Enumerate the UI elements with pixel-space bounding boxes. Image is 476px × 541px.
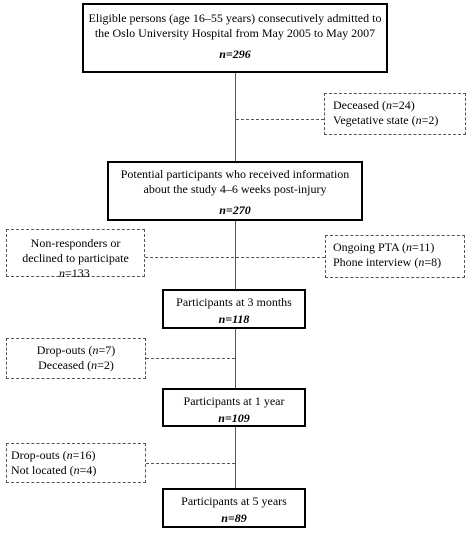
nonresponders-box: Non-responders or declined to participat… [6, 229, 145, 280]
eligible-box: Eligible persons (age 16–55 years) conse… [82, 3, 388, 73]
one-year-count: n=109 [218, 411, 250, 425]
five-years-box: Participants at 5 years n=89 [162, 488, 306, 528]
dropouts-1y-line: Drop-outs (n=16) [11, 448, 96, 462]
eligible-line-1: Eligible persons (age 16–55 years) conse… [88, 11, 382, 25]
deceased-vegetative-box: Deceased (n=24) Vegetative state (n=2) [324, 93, 466, 135]
connector-to-deceased [236, 119, 324, 120]
phone-interview-line: Phone interview (n=8) [333, 255, 442, 269]
connector-to-dropouts-1y [146, 463, 235, 464]
connector-potential-to-3m [235, 221, 236, 289]
potential-box: Potential participants who received info… [107, 161, 363, 221]
vegetative-line: Vegetative state (n=2) [333, 113, 439, 127]
eligible-line-2: the Oslo University Hospital from May 20… [94, 26, 376, 40]
not-located-line: Not located (n=4) [11, 463, 97, 477]
one-year-label: Participants at 1 year [183, 394, 285, 408]
nonresponders-count: n=133 [59, 266, 90, 280]
dropouts-3m-line: Drop-outs (n=7) [36, 343, 116, 357]
three-months-box: Participants at 3 months n=118 [162, 289, 306, 329]
potential-count: n=270 [219, 203, 251, 217]
deceased-line: Deceased (n=24) [333, 98, 415, 112]
connector-3m-to-1y [235, 329, 236, 388]
connector-to-dropouts-3m [146, 358, 235, 359]
dropouts-3m-box: Drop-outs (n=7) Deceased (n=2) [6, 338, 146, 379]
three-months-count: n=118 [218, 312, 250, 326]
pta-phone-box: Ongoing PTA (n=11) Phone interview (n=8) [325, 235, 465, 278]
five-years-label: Participants at 5 years [181, 494, 287, 508]
deceased-3m-line: Deceased (n=2) [38, 358, 114, 372]
connector-1y-to-5y [235, 427, 236, 488]
dropouts-1y-box: Drop-outs (n=16) Not located (n=4) [6, 443, 146, 483]
three-months-label: Participants at 3 months [176, 295, 292, 309]
nonresponders-line-2: declined to participate [22, 251, 129, 265]
potential-line-2: about the study 4–6 weeks post-injury [143, 182, 327, 196]
nonresponders-line-1: Non-responders or [30, 236, 121, 250]
five-years-count: n=89 [221, 511, 247, 525]
one-year-box: Participants at 1 year n=109 [162, 388, 306, 427]
connector-to-nonresponders [145, 257, 325, 258]
ongoing-pta-line: Ongoing PTA (n=11) [333, 240, 435, 254]
connector-eligible-to-potential [235, 73, 236, 161]
potential-line-1: Potential participants who received info… [120, 167, 350, 181]
eligible-count: n=296 [219, 47, 251, 61]
